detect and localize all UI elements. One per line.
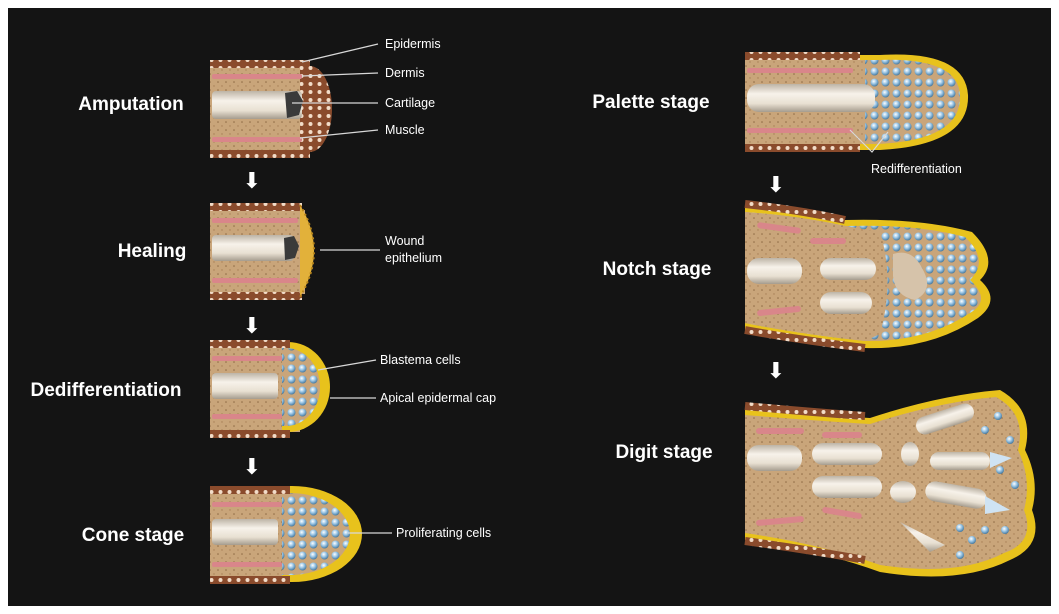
label-proliferating-cells: Proliferating cells <box>396 526 491 540</box>
limb-cone-stage <box>210 486 362 584</box>
label-redifferentiation: Redifferentiation <box>871 162 962 176</box>
down-arrow-icon: ⬇ <box>243 455 261 480</box>
limb-dedifferentiation <box>210 340 330 438</box>
label-dermis: Dermis <box>385 66 425 80</box>
label-wound-epithelium-line1: Wound <box>385 234 424 248</box>
label-blastema-cells: Blastema cells <box>380 353 461 367</box>
limb-healing <box>210 203 314 300</box>
label-cartilage: Cartilage <box>385 96 435 110</box>
limb-amputation <box>210 60 332 158</box>
stage-label-dedifferentiation: Dedifferentiation <box>31 380 182 401</box>
label-wound-epithelium-line2: epithelium <box>385 251 442 265</box>
down-arrow-icon: ⬇ <box>767 359 785 384</box>
stage-label-digit-stage: Digit stage <box>615 442 712 463</box>
down-arrow-icon: ⬇ <box>767 173 785 198</box>
stage-label-healing: Healing <box>118 241 187 262</box>
down-arrow-icon: ⬇ <box>243 314 261 339</box>
stage-label-palette-stage: Palette stage <box>592 92 709 113</box>
down-arrow-icon: ⬇ <box>243 169 261 194</box>
label-epidermis: Epidermis <box>385 37 441 51</box>
stage-label-amputation: Amputation <box>78 94 184 115</box>
limb-digit-stage <box>745 390 1036 576</box>
stage-label-notch-stage: Notch stage <box>603 259 712 280</box>
stage-label-cone-stage: Cone stage <box>82 525 184 546</box>
label-apical-epidermal-cap: Apical epidermal cap <box>380 391 496 405</box>
label-muscle: Muscle <box>385 123 425 137</box>
